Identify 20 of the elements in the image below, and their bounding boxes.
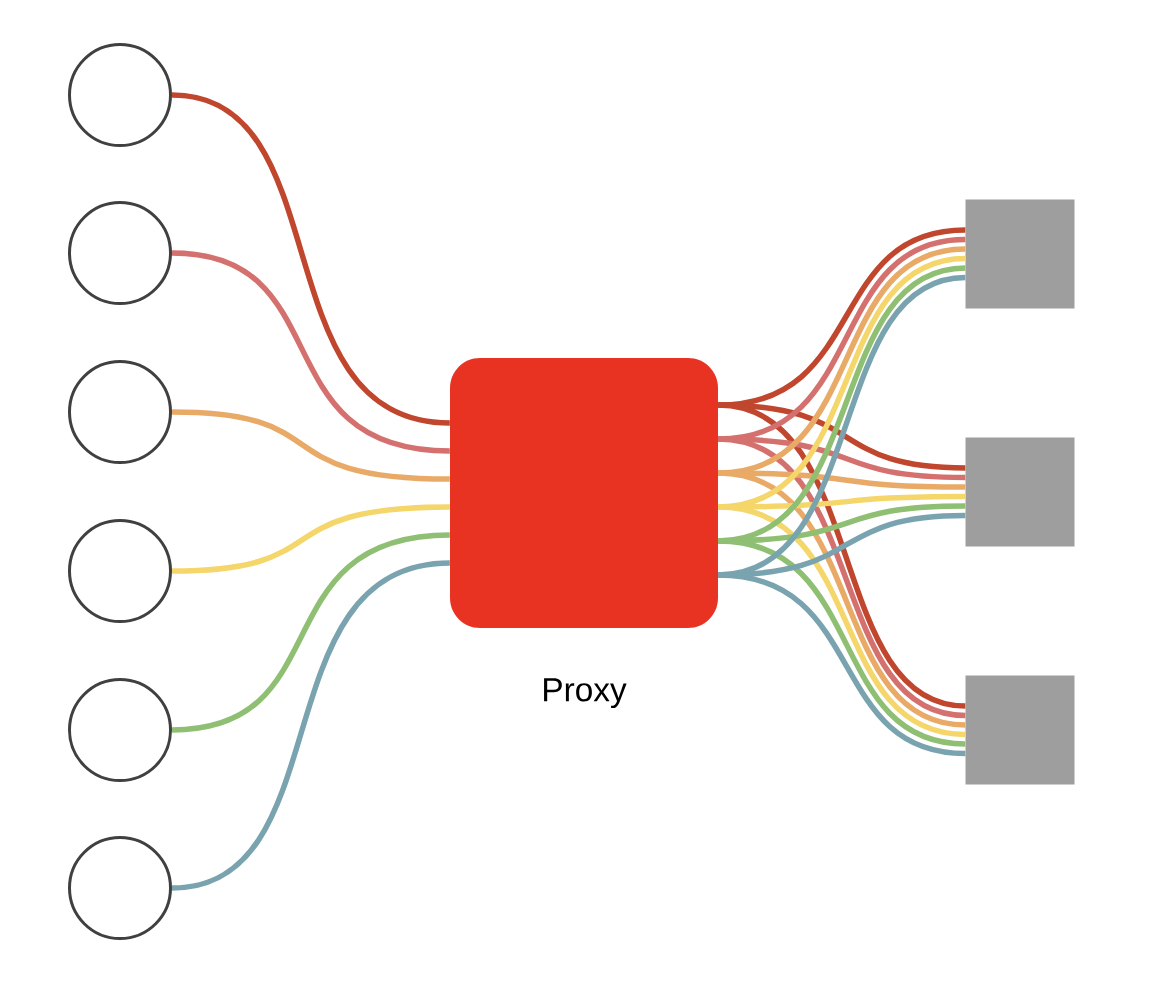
circle (68, 360, 172, 464)
node-caption: Proxy (544, 678, 627, 709)
connector (171, 504, 450, 574)
server-box (965, 199, 1075, 309)
proxy-box (450, 358, 718, 628)
connector (171, 250, 451, 454)
circle (68, 678, 172, 782)
connector (171, 532, 451, 733)
server-box (965, 437, 1075, 547)
connector (717, 572, 966, 757)
circle (68, 43, 172, 147)
connector (171, 560, 451, 891)
connector (717, 538, 966, 747)
circle (68, 519, 172, 623)
server-box (965, 675, 1075, 785)
connector (717, 504, 966, 738)
connector (171, 92, 451, 426)
circle (68, 201, 172, 305)
circle (68, 836, 172, 940)
connector (171, 409, 450, 482)
